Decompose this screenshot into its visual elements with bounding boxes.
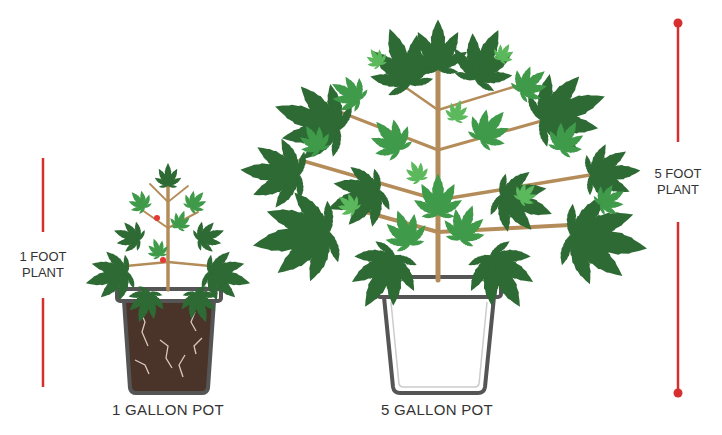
- pot-label: 1 GALLON POT: [112, 402, 224, 418]
- height-label: 5 FOOT PLANT: [648, 166, 708, 198]
- branch: [168, 186, 188, 202]
- root: [179, 355, 185, 377]
- leaf: [509, 176, 544, 211]
- height-label: 1 FOOT PLANT: [13, 249, 73, 281]
- leaves: [237, 15, 655, 325]
- leaf: [120, 282, 170, 329]
- leaf: [332, 231, 430, 325]
- leaf: [175, 282, 225, 329]
- leaf: [237, 132, 309, 213]
- large-plant: [237, 15, 655, 325]
- leaf: [316, 155, 397, 241]
- measure-dot: [674, 389, 683, 398]
- stem: [166, 180, 170, 290]
- leaf: [79, 244, 140, 310]
- measure-line: [677, 23, 680, 142]
- measure-line: [42, 298, 45, 387]
- leaf: [399, 156, 432, 188]
- leaf: [166, 207, 195, 234]
- leaves: [331, 38, 544, 221]
- branch: [142, 210, 168, 228]
- bud: [160, 257, 166, 263]
- leaf: [108, 214, 148, 257]
- pot-body: [384, 297, 494, 393]
- root: [135, 360, 149, 374]
- pot-label: 5 GALLON POT: [381, 402, 493, 418]
- leaf: [143, 235, 172, 262]
- leaf: [489, 38, 519, 67]
- small-plant: [79, 163, 258, 329]
- leaf: [153, 163, 182, 188]
- leaf: [291, 117, 336, 161]
- leaf: [376, 202, 433, 256]
- leaf: [483, 160, 564, 246]
- leaf: [322, 66, 373, 119]
- leaf: [541, 112, 594, 163]
- branch: [168, 262, 210, 266]
- root: [160, 340, 172, 368]
- measure-line: [43, 23, 678, 393]
- leaf: [406, 19, 470, 74]
- leaf: [331, 187, 365, 222]
- leaf: [442, 97, 473, 126]
- measure-dot: [674, 19, 683, 28]
- measure-line: [42, 158, 45, 232]
- root: [194, 338, 202, 354]
- leaf: [589, 176, 633, 221]
- leaf: [460, 97, 522, 158]
- roots: [135, 310, 202, 377]
- leaf: [361, 43, 391, 72]
- leaf: [190, 214, 230, 257]
- leaf: [260, 65, 361, 173]
- leaf: [519, 55, 620, 163]
- leaf: [437, 197, 494, 251]
- leaf: [122, 184, 157, 218]
- leaves: [79, 163, 258, 329]
- measure-line: [677, 222, 680, 393]
- leaf: [359, 107, 421, 168]
- bud: [154, 215, 160, 221]
- leaf: [505, 56, 558, 110]
- branch: [438, 85, 520, 110]
- leaves: [291, 56, 633, 257]
- leaf: [244, 182, 346, 294]
- leaves: [122, 184, 214, 262]
- pot-inner-line: [391, 302, 487, 387]
